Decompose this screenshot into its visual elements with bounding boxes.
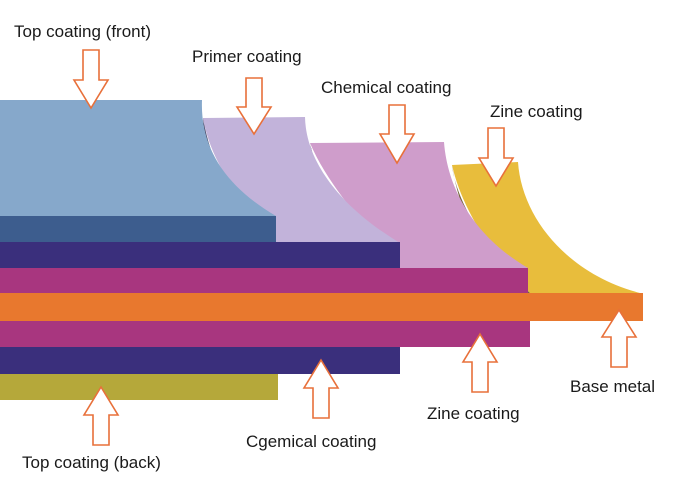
arrow-up-icon [82,385,120,446]
arrow-down-icon [378,104,416,165]
label-top-coating-back: Top coating (back) [22,453,161,472]
chemical-coating-top-layer [310,142,528,268]
base-metal-layer [0,293,643,321]
arrow-up-icon [600,308,638,368]
label-chemical-coating-top: Chemical coating [321,78,451,97]
arrow-down-icon [72,49,110,110]
zinc-coating-top-layer [452,162,640,293]
label-chemical-coating-bottom: Cgemical coating [246,432,376,451]
label-zine-coating-bottom: Zine coating [427,404,520,423]
label-top-coating-front: Top coating (front) [14,22,151,41]
arrow-up-icon [461,332,499,393]
top-coating-front-layer [0,100,276,216]
magenta-layer-top [0,268,528,293]
arrow-down-icon [477,127,515,188]
label-zine-coating-top: Zine coating [490,102,583,121]
navy-layer-top [0,242,400,268]
top-coating-back-layer [0,374,278,400]
top-coating-front-edge [0,216,276,242]
navy-layer-bottom [0,347,400,374]
arrow-up-icon [302,358,340,419]
label-base-metal: Base metal [570,377,655,396]
arrow-down-icon [235,77,273,136]
magenta-layer-bottom [0,321,530,347]
label-primer-coating: Primer coating [192,47,302,66]
